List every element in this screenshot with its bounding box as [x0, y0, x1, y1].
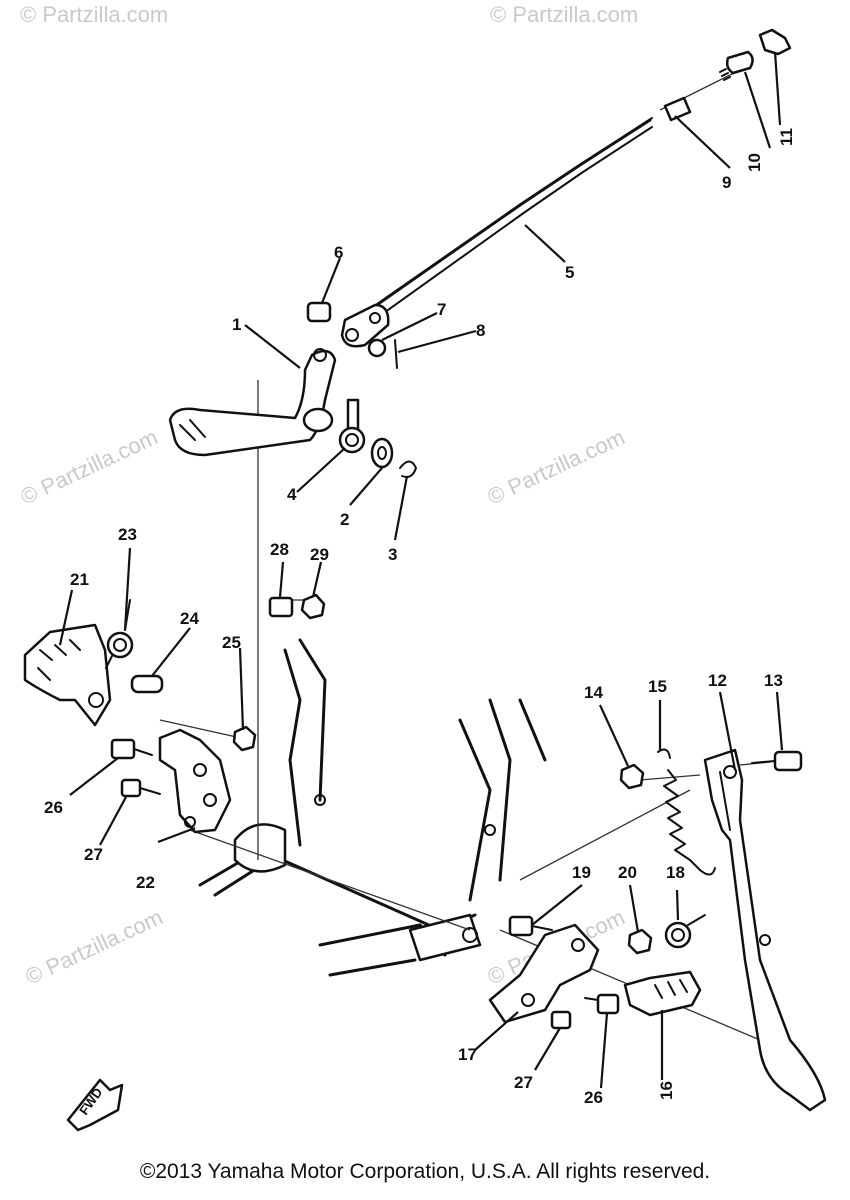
assembly-lines [159, 69, 771, 1041]
callout-21: 21 [70, 570, 89, 589]
callout-23: 23 [118, 525, 137, 544]
callout-19: 19 [572, 863, 591, 882]
sidestand-spring [657, 748, 716, 876]
callout-2: 2 [340, 510, 349, 529]
clevis-pin [306, 301, 332, 323]
watermark: © Partzilla.com [20, 2, 168, 27]
nut-14 [619, 763, 645, 790]
callout-20: 20 [618, 863, 637, 882]
callout-22: 22 [136, 873, 155, 892]
callout-29: 29 [310, 545, 329, 564]
callout-27-left: 27 [84, 845, 103, 864]
callout-27-right: 27 [514, 1073, 533, 1092]
rod-joint [340, 303, 390, 348]
nut-29 [300, 593, 326, 620]
callout-7: 7 [437, 300, 446, 319]
watermark: © Partzilla.com [484, 424, 629, 509]
callout-8: 8 [476, 321, 485, 340]
callout-26-right: 26 [584, 1088, 603, 1107]
right-footrest-bracket [488, 923, 600, 1024]
bolt-26-right [584, 993, 620, 1015]
sidestand-bolt [751, 750, 803, 772]
footrest-spring-left [105, 599, 134, 669]
sidestand [703, 748, 827, 1112]
brake-rod [353, 117, 653, 331]
bolt-27-right [550, 1010, 572, 1030]
left-footrest [23, 623, 112, 727]
callout-18: 18 [666, 863, 685, 882]
callout-13: 13 [764, 671, 783, 690]
circlip [399, 460, 417, 478]
bolt-19 [508, 915, 553, 937]
callout-6: 6 [334, 243, 343, 262]
callout-11: 11 [777, 128, 796, 146]
callout-14: 14 [584, 683, 603, 702]
return-spring [338, 398, 366, 454]
footrest-pin-left [130, 674, 164, 694]
copyright-notice: ©2013 Yamaha Motor Corporation, U.S.A. A… [139, 1160, 711, 1183]
callout-25: 25 [222, 633, 241, 652]
adjuster-parts [663, 28, 792, 122]
callout-17: 17 [458, 1045, 477, 1064]
callout-28: 28 [270, 540, 289, 559]
callout-26-left: 26 [44, 798, 63, 817]
callouts: 1 2 3 4 5 6 7 8 9 10 11 12 13 14 15 16 1… [44, 128, 796, 1107]
brake-pedal [168, 348, 337, 457]
bolt-28 [268, 596, 294, 618]
watermark: © Partzilla.com [17, 424, 162, 509]
forward-arrow: FWD [66, 1078, 124, 1132]
left-footrest-bracket [158, 728, 232, 834]
callout-15: 15 [648, 677, 667, 696]
callout-4: 4 [287, 485, 297, 504]
callout-16: 16 [657, 1081, 676, 1100]
leader-lines [58, 51, 784, 1089]
callout-24: 24 [180, 609, 199, 628]
bolt-27-left [120, 778, 161, 798]
watermark: © Partzilla.com [22, 904, 167, 989]
right-footrest [623, 970, 702, 1017]
cotter-pin [367, 338, 398, 369]
watermarks: © Partzilla.com © Partzilla.com © Partzi… [17, 2, 639, 990]
bolt-26-left [110, 738, 153, 760]
frame [198, 638, 547, 977]
callout-9: 9 [722, 173, 731, 192]
washer [370, 437, 394, 469]
footrest-spring-right [664, 914, 706, 949]
callout-1: 1 [232, 315, 241, 334]
callout-12: 12 [708, 671, 727, 690]
nut-25 [232, 725, 257, 752]
callout-5: 5 [565, 263, 574, 282]
callout-3: 3 [388, 545, 397, 564]
watermark: © Partzilla.com [490, 2, 638, 27]
callout-10: 10 [745, 153, 764, 172]
nut-20 [627, 928, 653, 955]
